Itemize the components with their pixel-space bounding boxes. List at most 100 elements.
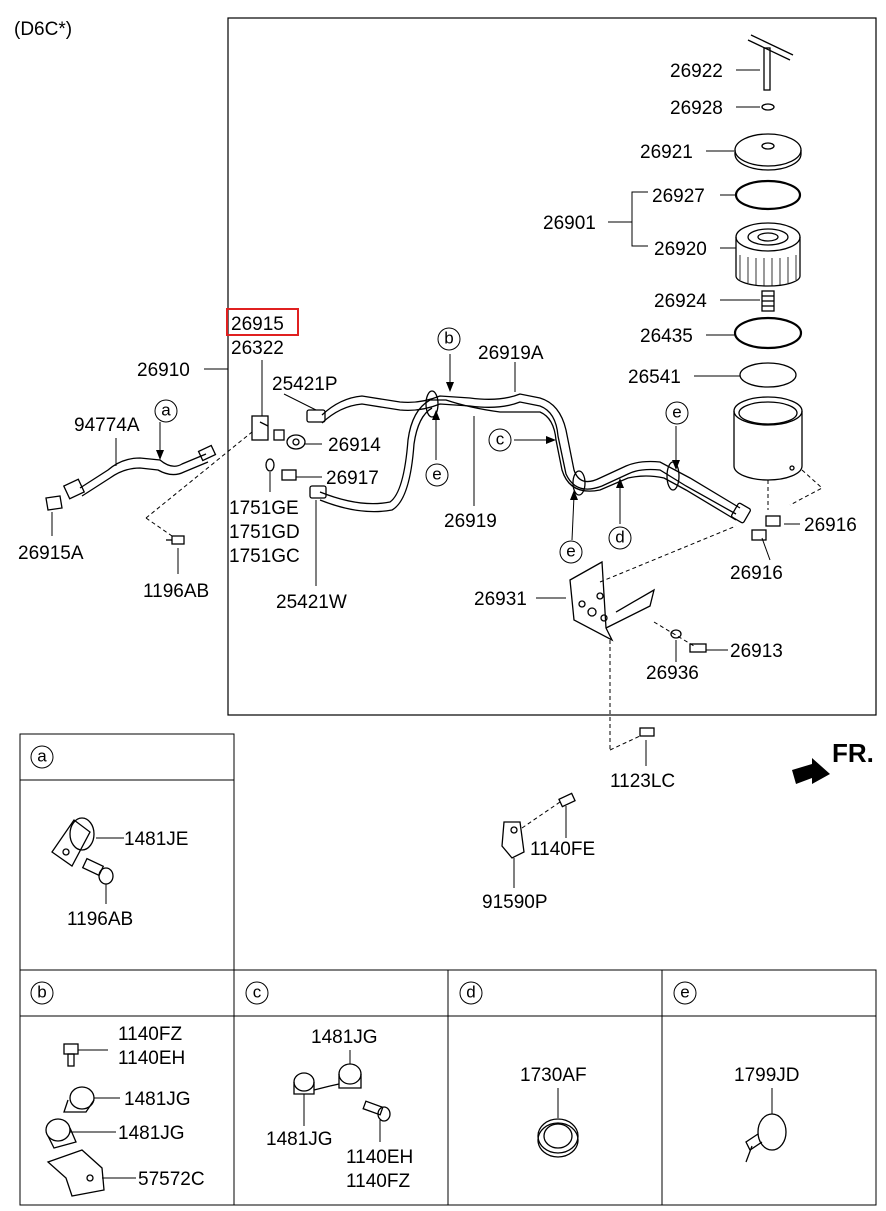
- bracket-57572C-part: [46, 1149, 105, 1197]
- label-26917: 26917: [326, 468, 379, 489]
- panel-a-header: a: [37, 747, 47, 766]
- front-arrow-icon: [792, 758, 830, 784]
- label-26915: 26915: [231, 314, 284, 335]
- small-oring-part: [761, 103, 775, 111]
- main-leaders: [51, 354, 800, 599]
- callout-c: [488, 428, 512, 452]
- label-1751GD: 1751GD: [229, 522, 300, 543]
- label-26920: 26920: [654, 239, 707, 260]
- detail-panel-e: e 1799JD: [673, 981, 800, 1163]
- callout-e-3-letter: e: [672, 403, 681, 422]
- cable-tie-1799JD-part: [745, 1113, 787, 1163]
- callout-e-2: [559, 540, 583, 564]
- label-26916-b: 26916: [730, 563, 783, 584]
- bolt-1140FE-part: [558, 792, 576, 808]
- clamp-c-left-part: [293, 1072, 331, 1095]
- fitting-26917-part: [281, 469, 297, 481]
- callout-b-letter: b: [444, 329, 453, 348]
- panel-d-header: d: [466, 983, 475, 1002]
- label-a-1196AB: 1196AB: [67, 909, 133, 930]
- label-26901: 26901: [543, 213, 596, 234]
- callout-c-letter: c: [496, 430, 505, 449]
- fitting-25421W-part: [309, 485, 327, 499]
- callout-e-1: [425, 463, 449, 487]
- label-c-1140FZ: 1140FZ: [346, 1171, 410, 1192]
- label-a-1481JE: 1481JE: [124, 829, 188, 850]
- clamp-c-right-part: [329, 1063, 362, 1089]
- panel-c-header: c: [253, 983, 262, 1002]
- clamp-b-2-part: [45, 1118, 77, 1149]
- label-b-1140FZ: 1140FZ: [118, 1024, 182, 1045]
- label-c-1140EH: 1140EH: [346, 1147, 413, 1168]
- label-26919: 26919: [444, 511, 497, 532]
- grommet-1730AF-part: [537, 1118, 579, 1158]
- callout-d-letter: d: [615, 528, 624, 547]
- variant-label: (D6C*): [14, 19, 72, 40]
- label-26915A: 26915A: [18, 543, 84, 564]
- callout-e-1-letter: e: [432, 465, 441, 484]
- clip-b-part: [425, 390, 439, 418]
- bolt-26913-part: [689, 643, 707, 653]
- main-frame: [227, 17, 877, 716]
- label-c-1481JG-2: 1481JG: [266, 1129, 333, 1150]
- panel-e-header: e: [680, 983, 689, 1002]
- label-b-57572C: 57572C: [138, 1169, 205, 1190]
- detail-panel-c: c 1481JG 1481JG 1140EH 1140FZ: [245, 981, 413, 1192]
- detail-panel-a: a 1481JE 1196AB: [19, 733, 235, 971]
- fitting-26916-a-part: [765, 515, 781, 527]
- label-91590P: 91590P: [482, 892, 548, 913]
- clip-91590P-part: [501, 821, 525, 859]
- label-1751GC: 1751GC: [229, 546, 300, 567]
- seal-26541-part: [739, 362, 797, 388]
- oring-1751-part: [265, 458, 275, 472]
- label-1140FE: 1140FE: [530, 839, 595, 860]
- fittings-26916: [751, 515, 781, 541]
- label-26541: 26541: [628, 367, 681, 388]
- callout-b: [437, 327, 461, 351]
- t-handle-part: [747, 34, 794, 91]
- label-26322: 26322: [231, 338, 284, 359]
- filter-leaders: [608, 69, 760, 377]
- label-26931: 26931: [474, 589, 527, 610]
- clip-e-left-part: [572, 470, 586, 496]
- filter-assembly: [733, 34, 823, 510]
- filter-housing-part: [733, 396, 803, 481]
- clamp-b-1-part: [63, 1086, 95, 1113]
- lower-leaders: [513, 640, 728, 888]
- ring-26435-part: [733, 316, 803, 350]
- bolt-c-part: [362, 1100, 391, 1122]
- ring-26927-part: [734, 179, 802, 211]
- bolt-a-1196AB-part: [81, 857, 114, 885]
- label-26435: 26435: [640, 326, 693, 347]
- clamp-1481JE-part: [51, 817, 95, 867]
- label-94774A: 94774A: [74, 415, 140, 436]
- filter-element-part: [735, 222, 801, 287]
- fitting-26915A-part: [45, 495, 63, 511]
- label-26910: 26910: [137, 360, 190, 381]
- label-b-1481JG-2: 1481JG: [118, 1123, 185, 1144]
- filter-cover-part: [734, 133, 802, 171]
- fuel-lines: [62, 390, 751, 524]
- label-1196AB: 1196AB: [143, 581, 209, 602]
- label-b-1481JG-1: 1481JG: [124, 1089, 191, 1110]
- bracket-26931-part: [569, 525, 737, 751]
- hose-94774A-part: [62, 444, 217, 500]
- label-26924: 26924: [654, 291, 707, 312]
- label-1123LC: 1123LC: [610, 771, 675, 792]
- detail-panel-d: d 1730AF: [459, 981, 587, 1158]
- bracket-26915-part: [251, 415, 269, 441]
- label-26928: 26928: [670, 98, 723, 119]
- callout-a-letter: a: [161, 401, 171, 420]
- label-26919A: 26919A: [478, 343, 544, 364]
- highlight-26915-box: [226, 308, 299, 336]
- callout-a: [154, 399, 178, 423]
- spring-part: [761, 290, 775, 312]
- label-25421W: 25421W: [276, 592, 347, 613]
- arrowheads: [156, 382, 680, 500]
- detail-panel-b: b 1140FZ 1140EH: [30, 981, 205, 1197]
- front-label: FR.: [832, 738, 874, 768]
- label-26921: 26921: [640, 142, 693, 163]
- label-c-1481JG-1: 1481JG: [311, 1027, 378, 1048]
- small-hardware: [501, 629, 707, 859]
- label-26936: 26936: [646, 663, 699, 684]
